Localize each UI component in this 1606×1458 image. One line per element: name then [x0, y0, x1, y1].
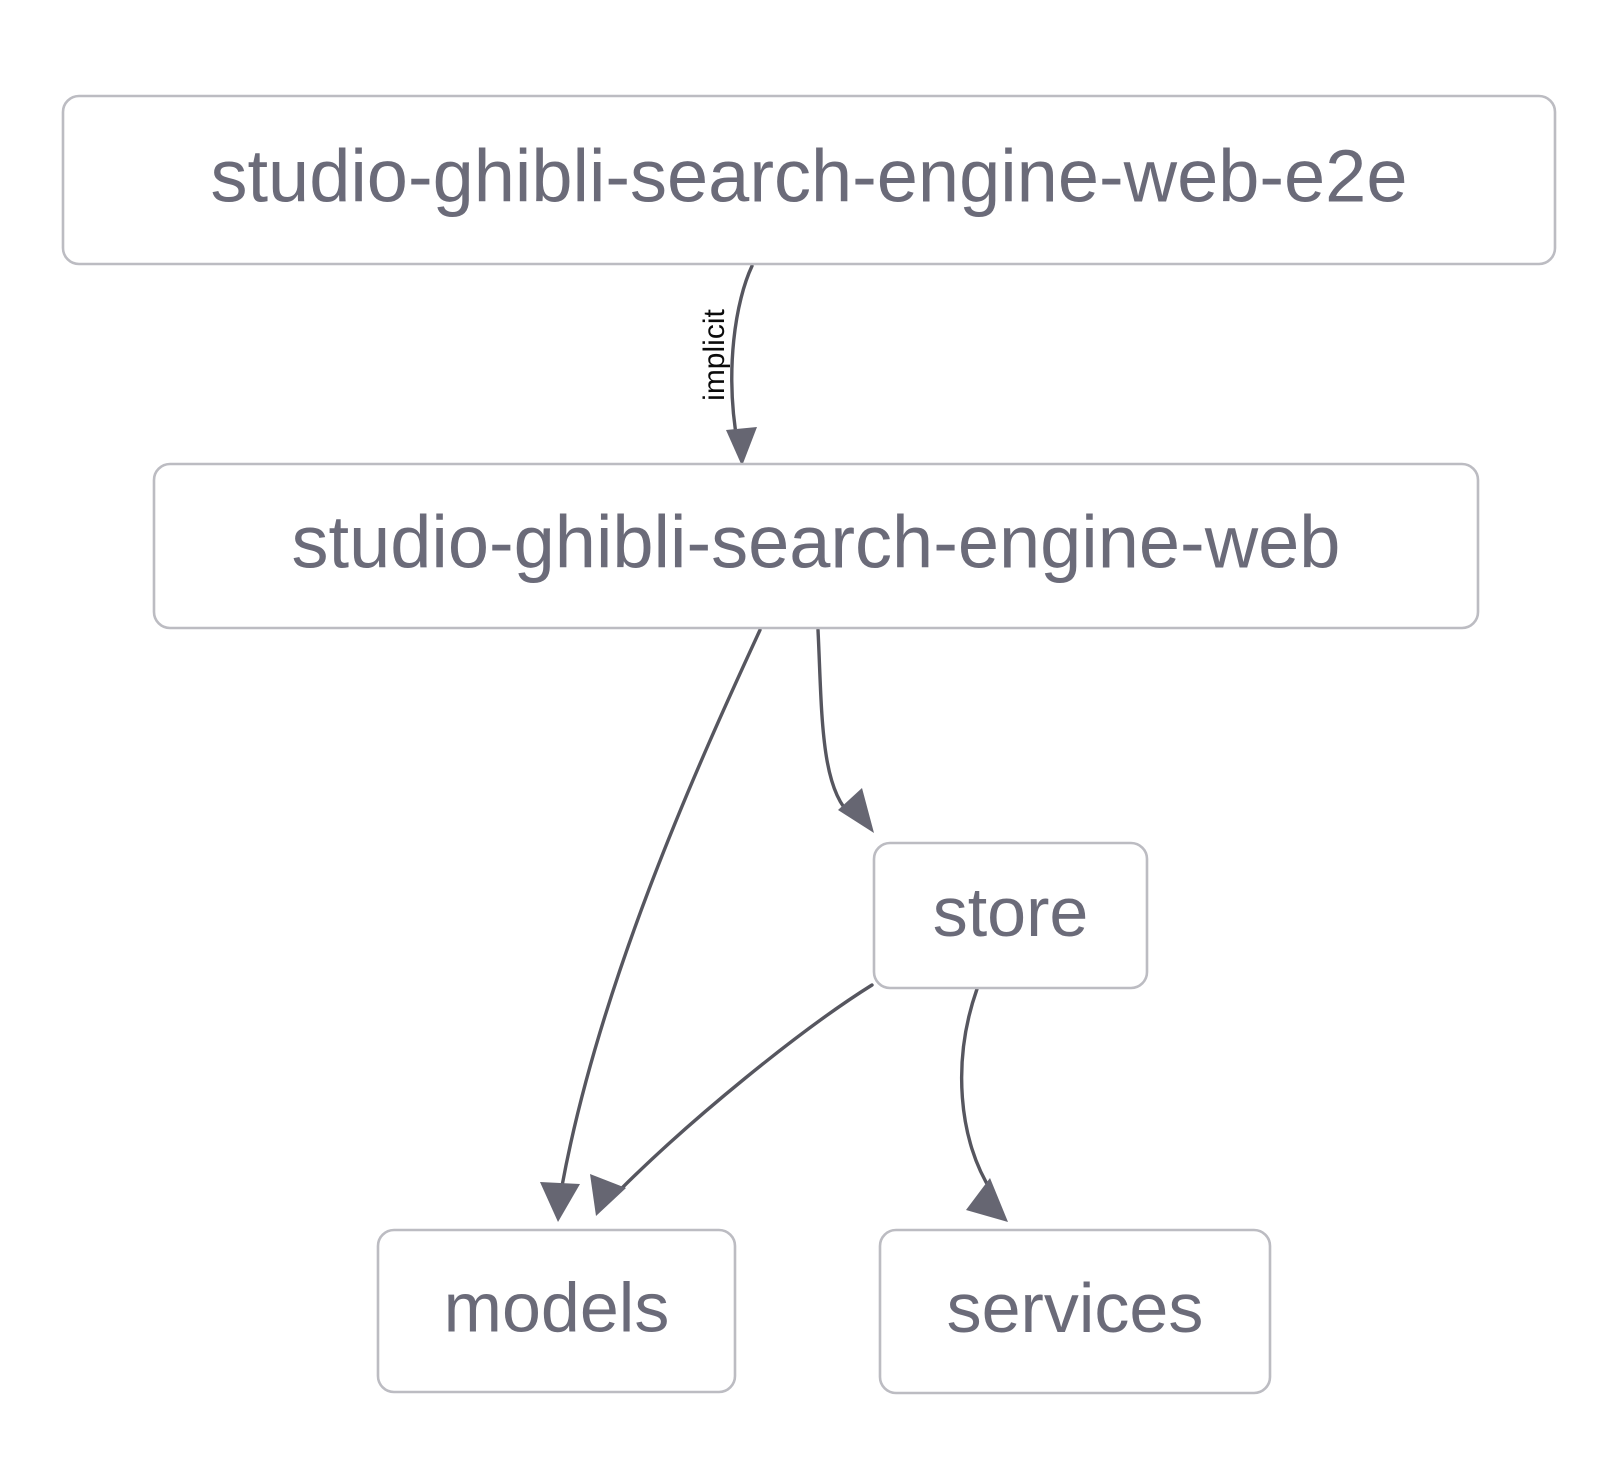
edge-web-to-models[interactable] — [540, 628, 762, 1222]
node-studio-ghibli-search-engine-web[interactable]: studio-ghibli-search-engine-web — [152, 462, 1480, 630]
node-layer: studio-ghibli-search-engine-web-e2e stud… — [61, 94, 1557, 1395]
arrowhead-icon — [540, 1182, 580, 1222]
node-label: store — [933, 873, 1089, 951]
node-label: studio-ghibli-search-engine-web — [292, 501, 1341, 584]
node-box — [152, 462, 1480, 630]
edge-path — [618, 983, 874, 1192]
node-box — [872, 841, 1149, 990]
node-label: models — [444, 1268, 670, 1346]
edge-web-to-store[interactable] — [816, 628, 874, 833]
node-studio-ghibli-search-engine-web-e2e[interactable]: studio-ghibli-search-engine-web-e2e — [61, 94, 1557, 266]
arrowhead-icon — [838, 788, 874, 833]
node-services[interactable]: services — [878, 1228, 1272, 1395]
arrowhead-icon — [966, 1178, 1008, 1222]
edge-label-implicit: implicit — [698, 309, 731, 401]
node-label: services — [947, 1269, 1204, 1347]
arrowhead-icon — [726, 427, 757, 466]
node-label: studio-ghibli-search-engine-web-e2e — [210, 135, 1407, 218]
edge-path — [560, 628, 762, 1188]
edge-path — [730, 264, 754, 448]
node-store[interactable]: store — [872, 841, 1149, 990]
edge-path — [959, 987, 994, 1194]
node-box — [878, 1228, 1272, 1395]
edge-store-to-services[interactable] — [959, 987, 1008, 1222]
edge-e2e-to-web[interactable]: implicit — [698, 264, 757, 466]
edge-store-to-models[interactable] — [590, 983, 874, 1216]
edge-layer: implicit — [540, 264, 1008, 1222]
node-box — [61, 94, 1557, 266]
node-models[interactable]: models — [376, 1228, 737, 1394]
arrowhead-icon — [590, 1174, 626, 1216]
node-box — [376, 1228, 737, 1394]
edge-path — [816, 628, 854, 818]
